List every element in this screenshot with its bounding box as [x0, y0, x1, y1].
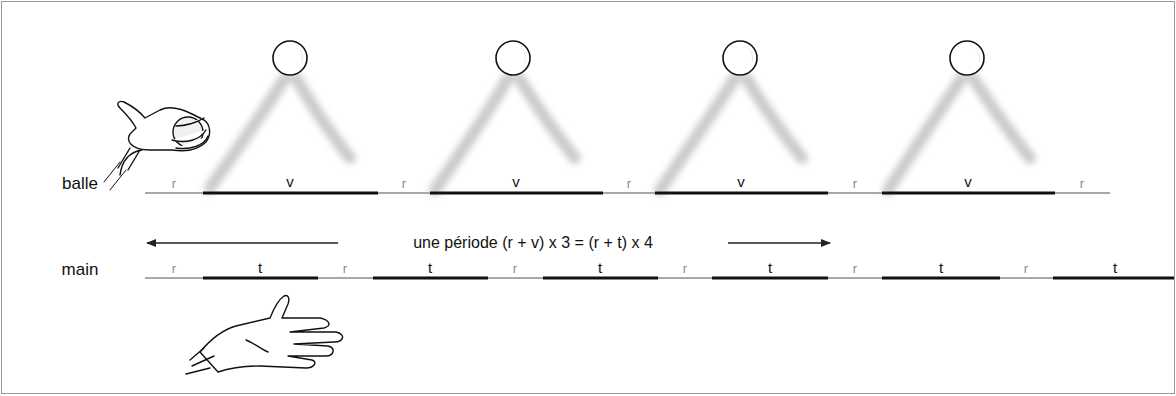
flight-label: v: [964, 174, 972, 191]
hold-label: t: [428, 260, 432, 277]
flight-segment: [203, 192, 378, 195]
hold-segment: [882, 277, 1000, 280]
rest-segment: [1000, 277, 1053, 279]
ball-trail: [519, 78, 575, 158]
row-label: main: [62, 261, 99, 280]
hold-segment: [543, 277, 658, 280]
ball-trail: [973, 78, 1030, 158]
rest-segment: [828, 277, 882, 279]
hand-timeline: [145, 278, 1174, 279]
ball: [723, 41, 757, 75]
hold-label: t: [258, 260, 262, 277]
flight-segment: [430, 192, 603, 195]
rest-segment: [318, 277, 373, 279]
hold-label: t: [1113, 260, 1117, 277]
hold-label: t: [598, 260, 602, 277]
ball-trail: [888, 78, 962, 190]
flight-label: v: [737, 174, 745, 191]
ball-trail: [746, 78, 802, 158]
hold-segment: [203, 277, 318, 280]
rest-segment: [488, 277, 543, 279]
open-hand: [186, 295, 343, 374]
rest-segment: [828, 192, 882, 194]
rest-label: r: [627, 177, 631, 191]
rest-segment: [145, 192, 203, 194]
rest-segment: [603, 192, 655, 194]
rest-label: r: [513, 262, 517, 276]
rest-segment: [378, 192, 430, 194]
period-arrow: [728, 242, 830, 243]
hold-segment: [373, 277, 488, 280]
ball-shading: [296, 47, 980, 66]
ball: [950, 41, 984, 75]
hold-segment: [712, 277, 828, 280]
rest-label: r: [683, 262, 687, 276]
rest-label: r: [172, 262, 176, 276]
rest-segment: [658, 277, 712, 279]
hand-holding-ball: [104, 101, 210, 190]
ball: [496, 41, 530, 75]
ball-trails: [210, 78, 1030, 190]
rest-segment: [1055, 192, 1110, 194]
rest-label: r: [343, 262, 347, 276]
period-arrow: [147, 242, 338, 243]
ball: [273, 41, 307, 75]
period-label: une période (r + v) x 3 = (r + t) x 4: [409, 234, 657, 252]
ball-trail: [296, 78, 350, 158]
rest-segment: [145, 277, 203, 279]
rest-label: r: [402, 177, 406, 191]
row-label: balle: [62, 175, 98, 194]
hold-label: t: [768, 260, 772, 277]
rest-label: r: [172, 177, 176, 191]
flight-label: v: [512, 174, 520, 191]
flight-segment: [882, 192, 1055, 195]
ball-trail: [660, 78, 735, 190]
balls: [273, 41, 984, 75]
hold-segment: [1053, 277, 1174, 280]
ball-timeline: [145, 193, 1110, 194]
rest-label: r: [853, 262, 857, 276]
flight-label: v: [286, 174, 294, 191]
rest-label: r: [1080, 177, 1084, 191]
rest-label: r: [853, 177, 857, 191]
rest-label: r: [1024, 262, 1028, 276]
hold-label: t: [939, 260, 943, 277]
ball-trail: [435, 78, 508, 190]
ball-trail: [210, 78, 285, 188]
flight-segment: [655, 192, 828, 195]
